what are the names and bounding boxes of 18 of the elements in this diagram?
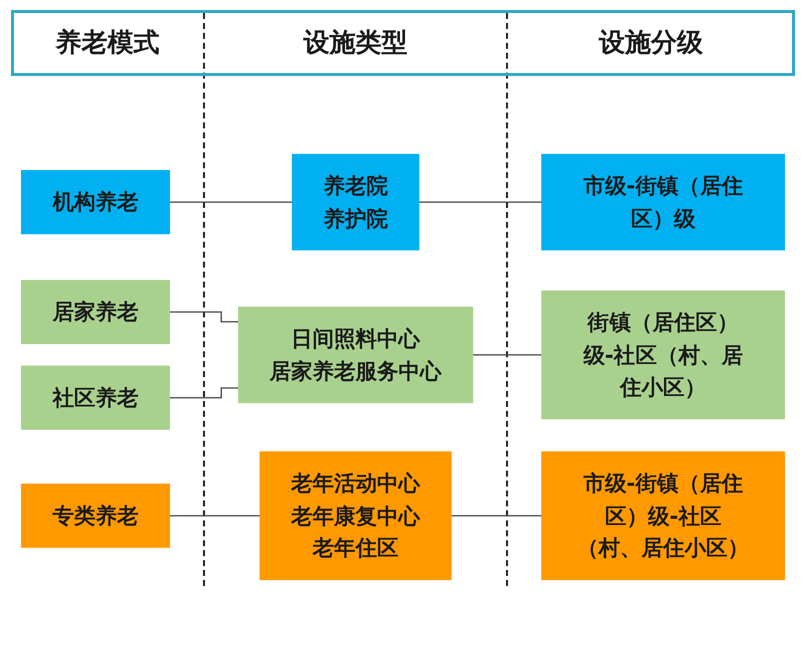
connector-line bbox=[170, 311, 238, 322]
connector-line bbox=[170, 387, 238, 398]
connector-line bbox=[451, 515, 542, 516]
connector-line bbox=[170, 515, 260, 516]
facility-level-box: 市级-街镇（居住区）级-社区（村、居住小区） bbox=[541, 451, 785, 580]
connector-line bbox=[170, 201, 292, 203]
facility-level-box: 市级-街镇（居住区）级 bbox=[541, 154, 785, 250]
care-mode-box: 专类养老 bbox=[21, 484, 170, 548]
column-header: 设施分级 bbox=[598, 27, 703, 59]
column-header: 设施类型 bbox=[304, 27, 408, 59]
facility-level-box: 街镇（居住区）级-社区（村、居住小区） bbox=[541, 290, 785, 420]
connector-line bbox=[472, 354, 542, 356]
connector-line bbox=[418, 201, 542, 203]
care-mode-box: 居家养老 bbox=[21, 280, 170, 344]
facility-type-box: 养老院 养护院 bbox=[292, 154, 420, 250]
facility-type-box: 日间照料中心 居家养老服务中心 bbox=[238, 306, 474, 404]
facility-type-box: 老年活动中心 老年康复中心 老年住区 bbox=[260, 451, 452, 580]
column-header: 养老模式 bbox=[56, 27, 160, 59]
